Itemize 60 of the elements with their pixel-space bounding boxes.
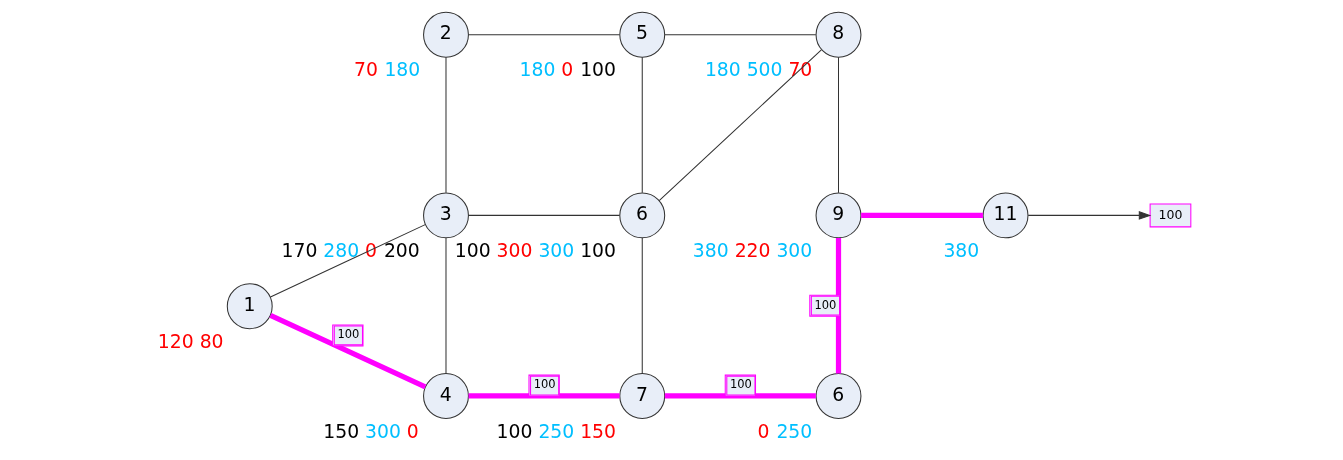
connector xyxy=(641,56,643,194)
node-circle: 6 xyxy=(618,192,665,239)
node-label: 250 xyxy=(537,420,574,442)
node-label: 300 xyxy=(496,240,532,262)
node-label: 170 xyxy=(281,240,317,262)
node-circle: 11 xyxy=(982,192,1028,239)
node-label: 100 xyxy=(579,59,616,81)
connector xyxy=(444,56,446,194)
node-label: 380 xyxy=(942,240,979,262)
node-circle: 8 xyxy=(815,11,861,58)
connector xyxy=(641,237,643,374)
node-label: 0 xyxy=(560,59,573,81)
node-circle: 4 xyxy=(422,373,469,419)
connector xyxy=(860,212,983,218)
edge-label: 100 xyxy=(813,297,836,312)
node-label: 250 xyxy=(775,420,812,442)
connector xyxy=(664,393,816,399)
node-circle: 1 xyxy=(226,283,273,330)
node-label: 0 xyxy=(757,420,770,442)
node-circle: 3 xyxy=(422,192,469,239)
node-label: 100 xyxy=(496,420,532,442)
node-label: 220 xyxy=(734,240,770,262)
node-circle: 7 xyxy=(618,373,665,419)
node-label: 180 xyxy=(383,59,420,81)
node-circle: 2 xyxy=(422,11,469,58)
node-box: 100 xyxy=(1149,203,1191,228)
node-label: 380 xyxy=(692,240,729,262)
node-label: 100 xyxy=(454,240,491,262)
node-label: 180 xyxy=(519,59,555,81)
connector xyxy=(663,34,816,36)
node-circle: 9 xyxy=(815,192,861,239)
node-label: 180 xyxy=(704,59,741,81)
connector xyxy=(444,237,446,374)
node-label: 120 xyxy=(157,330,194,352)
edge-label: 100 xyxy=(533,377,556,392)
node-circle: 5 xyxy=(618,11,665,58)
connector xyxy=(468,393,620,399)
node-label: 0 xyxy=(406,420,419,442)
connector xyxy=(467,214,620,216)
connector xyxy=(268,312,426,390)
connector xyxy=(835,237,841,374)
node-label: 280 xyxy=(322,240,359,262)
node-label: 150 xyxy=(579,420,616,442)
node-label: 100 xyxy=(579,240,616,262)
node-label: 300 xyxy=(364,420,401,442)
arrow xyxy=(1027,211,1151,220)
node-label: 300 xyxy=(775,240,812,262)
node-label: 300 xyxy=(537,240,574,262)
connector xyxy=(837,56,839,194)
node-label: 500 xyxy=(746,59,782,81)
connector xyxy=(658,49,822,202)
node-circle: 6 xyxy=(815,373,861,419)
node-label: 70 xyxy=(353,59,378,81)
edge-label: 100 xyxy=(729,377,752,392)
node-label: 150 xyxy=(322,420,359,442)
node-label: 80 xyxy=(199,330,224,352)
connector xyxy=(269,224,426,298)
connector xyxy=(467,34,620,36)
node-label: 200 xyxy=(383,240,420,262)
edge-label: 100 xyxy=(336,327,359,342)
